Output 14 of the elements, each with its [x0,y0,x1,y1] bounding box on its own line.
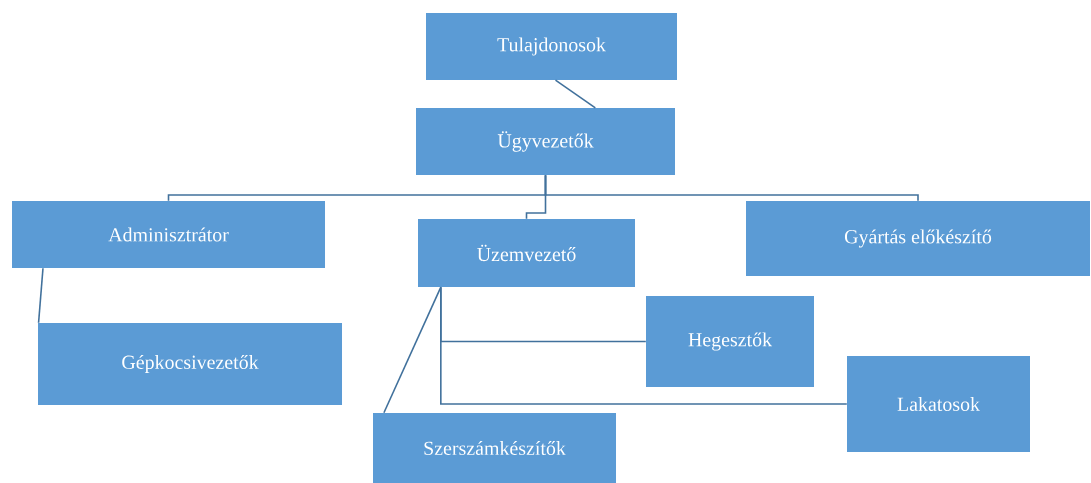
org-box: Üzemvezető [418,219,635,287]
org-box: Adminisztrátor [12,201,325,268]
connector-line [440,286,848,405]
connector-line [383,286,442,414]
org-box: Gépkocsivezetők [38,323,342,405]
connector-line [554,79,597,109]
org-box: Szerszámkészítők [373,413,616,483]
connector-line [544,174,919,202]
org-box: Tulajdonosok [426,13,677,80]
org-box: Gyártás előkészítő [746,201,1090,276]
connector-line [37,267,44,324]
org-box: Lakatosok [847,356,1030,452]
org-box: Ügyvezetők [416,108,675,175]
org-box: Hegesztők [646,296,814,387]
